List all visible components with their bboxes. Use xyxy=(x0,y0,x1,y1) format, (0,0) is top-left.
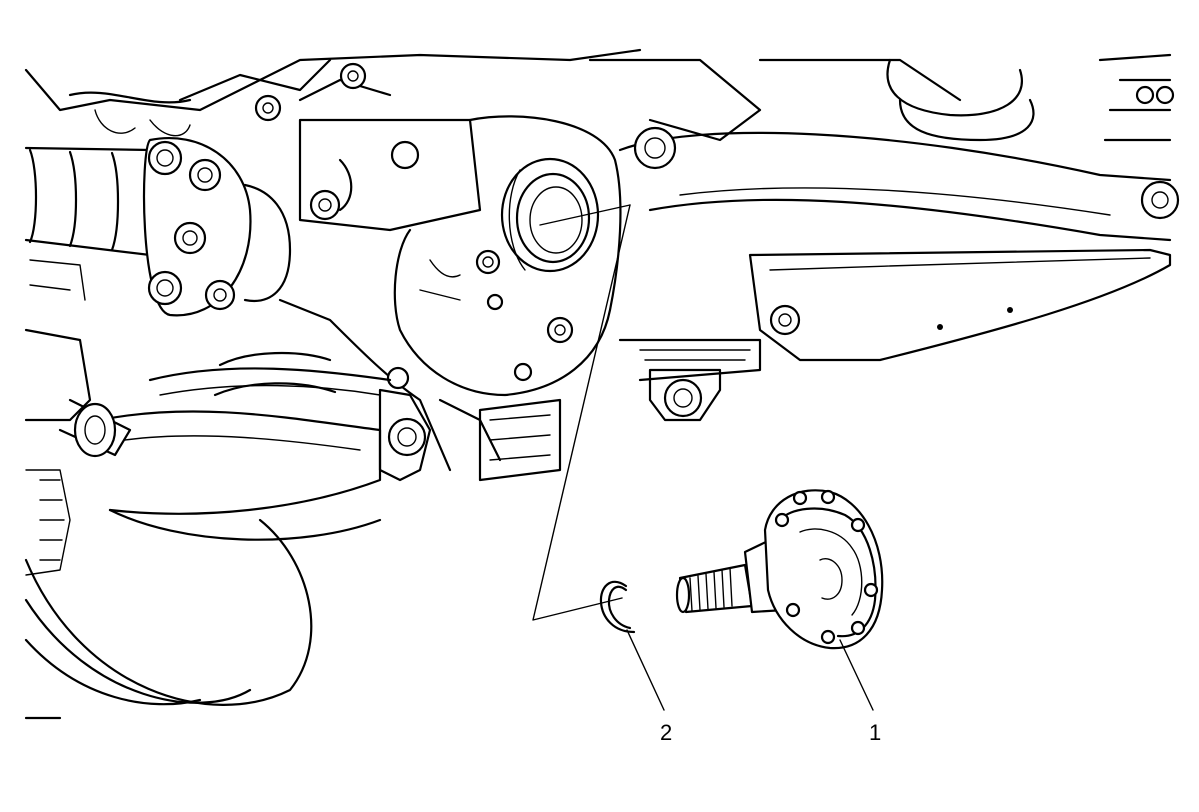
propeller-shaft xyxy=(24,137,292,317)
leader-line-2 xyxy=(626,629,665,711)
callout-label-1: 1 xyxy=(869,720,881,745)
cv-joint-shaft xyxy=(675,489,884,650)
rear-crossmember xyxy=(24,48,642,232)
wheel-tire xyxy=(24,469,313,720)
leader-line-1 xyxy=(839,639,874,711)
callout-label-2: 2 xyxy=(660,720,672,745)
differential-housing xyxy=(278,115,622,482)
heat-shield xyxy=(478,248,1172,482)
lateral-link xyxy=(588,53,1180,242)
control-arm xyxy=(24,259,392,541)
retaining-ring xyxy=(599,580,636,634)
callout-guide xyxy=(532,204,631,621)
